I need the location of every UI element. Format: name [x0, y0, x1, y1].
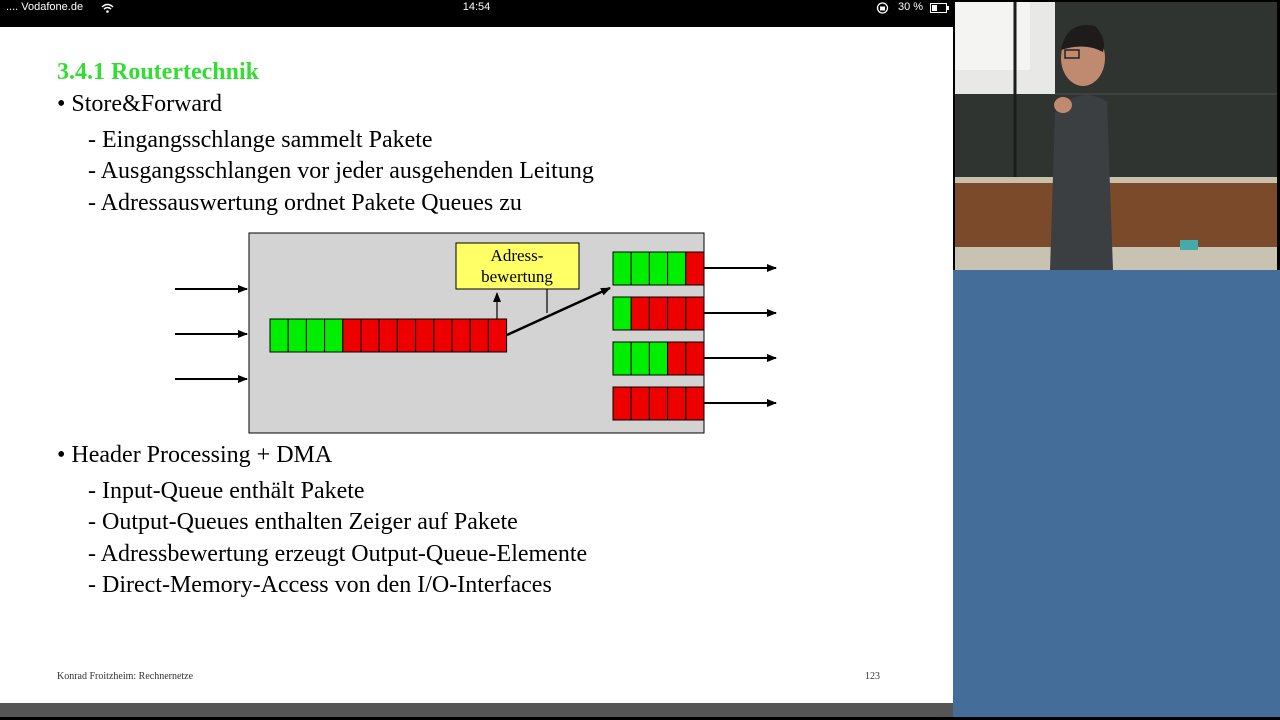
slide-title: 3.4.1 Routertechnik: [57, 59, 259, 85]
input-queue-cell: [360, 318, 380, 353]
clock-label: 14:54: [462, 1, 491, 13]
output-queue-cell: [612, 251, 632, 286]
output-queue-cell: [667, 386, 687, 421]
input-queue-cell: [305, 318, 326, 353]
output-queue-cell: [630, 296, 650, 331]
output-queue-cell: [612, 296, 632, 331]
input-queue-cell: [451, 318, 471, 353]
output-queues: [612, 251, 705, 421]
video-side-panel: [953, 270, 1280, 717]
sub-item: - Adressbewertung erzeugt Output-Queue-E…: [88, 541, 588, 567]
presentation-slide: 3.4.1 Routertechnik • Store&Forward - Ei…: [0, 27, 953, 703]
bullet-header-processing: • Header Processing + DMA: [57, 442, 333, 468]
input-queue-cell: [487, 318, 508, 353]
output-queue-cell: [685, 386, 705, 421]
output-queue-cell: [630, 341, 650, 376]
output-queue-cell: [648, 296, 669, 331]
input-queue-cell: [415, 318, 435, 353]
output-queue-cell: [667, 341, 687, 376]
input-queue: [269, 318, 508, 353]
lecturer-video: [955, 2, 1277, 270]
output-queue-cell: [685, 341, 705, 376]
output-queue-cell: [648, 341, 669, 376]
battery-percent: 30 %: [898, 1, 924, 13]
input-queue-cell: [342, 318, 362, 353]
carrier-label: .... Vodafone.de: [6, 1, 84, 13]
input-queue-cell: [396, 318, 417, 353]
output-queue-cell: [685, 251, 705, 286]
output-queue-cell: [630, 386, 650, 421]
input-queue-cell: [469, 318, 489, 353]
lecturer-video-frame: [955, 2, 1277, 270]
address-evaluation-label-2: bewertung: [481, 267, 553, 286]
output-queue-cell: [648, 386, 669, 421]
output-queue-cell: [612, 386, 632, 421]
address-evaluation-box: [455, 242, 580, 290]
sub-item: - Output-Queues enthalten Zeiger auf Pak…: [88, 509, 518, 535]
output-queue-cell: [667, 296, 687, 331]
output-queue-cell: [612, 341, 632, 376]
output-queue-cell: [685, 296, 705, 331]
slide-page-number: 123: [865, 671, 880, 682]
output-queue-cell: [667, 251, 687, 286]
slide-footer-author: Konrad Froitzheim: Rechnernetze: [57, 671, 194, 682]
address-evaluation-label-1: Adress-: [491, 246, 544, 265]
input-queue-cell: [433, 318, 453, 353]
bullet-store-forward: • Store&Forward: [57, 91, 223, 117]
battery-icon: [930, 3, 949, 13]
input-queue-cell: [287, 318, 307, 353]
slide-border: [0, 703, 953, 717]
router-diagram: Adress- bewertung: [175, 232, 777, 434]
sub-item: - Eingangsschlange sammelt Pakete: [88, 127, 433, 153]
input-queue-cell: [269, 318, 289, 353]
sub-item: - Direct-Memory-Access von den I/O-Inter…: [88, 572, 552, 598]
input-queue-cell: [378, 318, 398, 353]
input-queue-cell: [324, 318, 344, 353]
dispatch-arrow: [506, 286, 611, 337]
wifi-icon: [101, 3, 114, 13]
sub-item: - Adressauswertung ordnet Pakete Queues …: [88, 190, 522, 216]
rotation-lock-icon: [876, 2, 889, 14]
output-queue-cell: [648, 251, 669, 286]
output-queue-cell: [630, 251, 650, 286]
sub-item: - Ausgangsschlangen vor jeder ausgehende…: [88, 158, 594, 184]
sub-item: - Input-Queue enthält Pakete: [88, 478, 365, 504]
